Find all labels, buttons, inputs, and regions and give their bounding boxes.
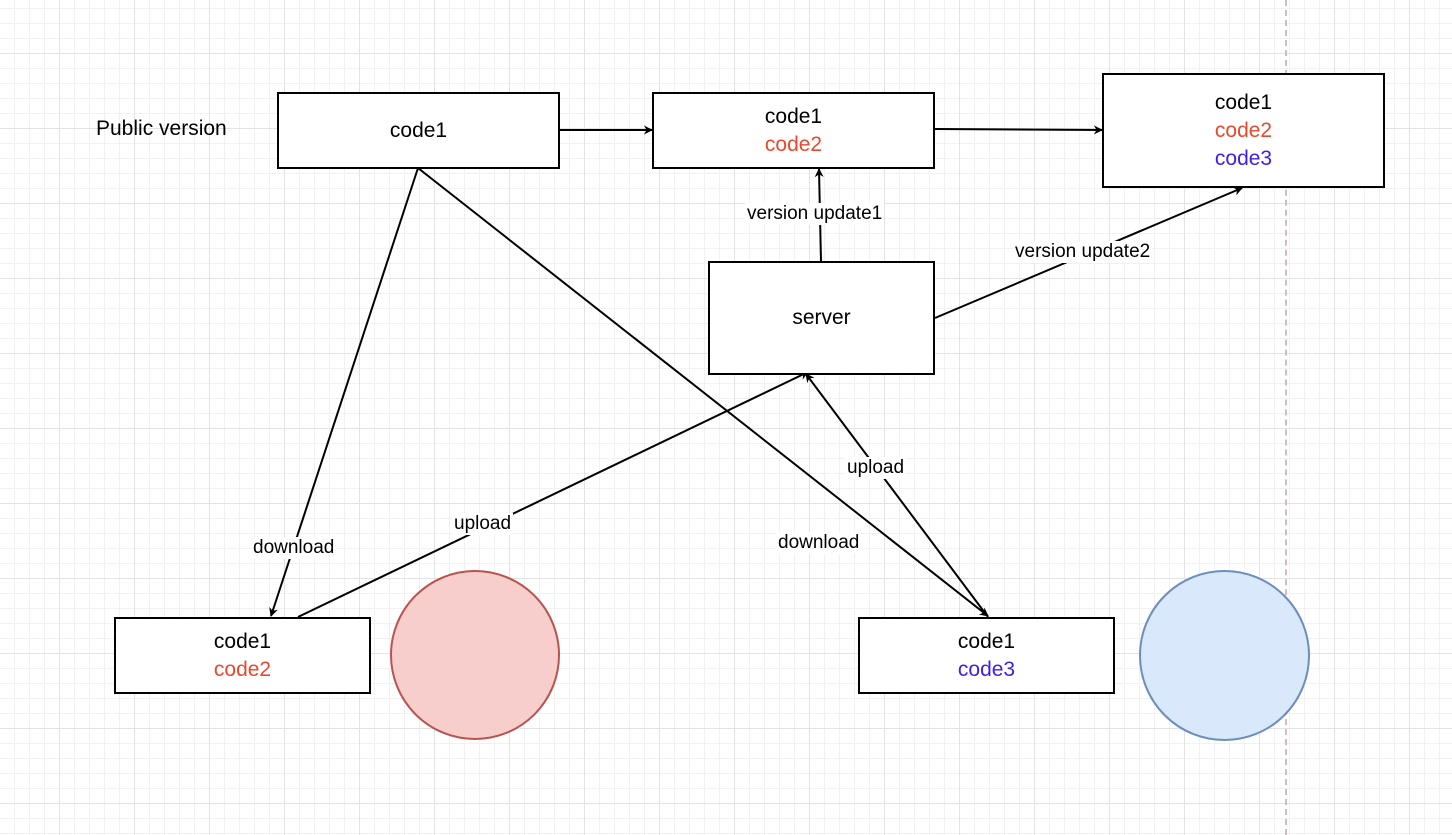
edge-v2-to-v3[interactable] [934,125,1103,135]
client-a-code2-text: code2 [213,657,272,681]
client-b-code1-text: code1 [957,629,1016,653]
v3-code2-text: code2 [1214,118,1273,142]
server-box[interactable]: server [708,261,935,375]
public-code1-text: code1 [389,118,448,142]
edge-client-a-to-server[interactable] [297,371,809,618]
upload-right-label: upload [845,457,907,479]
client-b-code3-text: code3 [957,657,1016,681]
v3-code1-text: code1 [1214,90,1273,114]
v2-code2-text: code2 [764,132,823,156]
client-b-code-box[interactable]: code1 code3 [858,617,1115,694]
v3-code3-text: code3 [1214,146,1273,170]
download-right-label: download [776,532,862,554]
edge-public-to-client-b[interactable] [417,167,989,617]
blue-circle-shape[interactable] [1139,570,1310,741]
version-update1-label: version update1 [745,203,885,225]
edge-client-b-to-server[interactable] [805,373,989,618]
version3-code-box[interactable]: code1 code2 code3 [1102,73,1385,188]
red-circle-shape[interactable] [390,570,560,740]
public-version-label: Public version [96,117,227,140]
version2-code-box[interactable]: code1 code2 [652,92,935,169]
client-a-code-box[interactable]: code1 code2 [114,617,371,694]
upload-left-label: upload [452,513,514,535]
page-break-line [1285,0,1287,835]
v2-code1-text: code1 [764,104,823,128]
version-update2-label: version update2 [1013,241,1153,263]
public-code-box[interactable]: code1 [277,92,560,169]
client-a-code1-text: code1 [213,629,272,653]
download-left-label: download [251,537,337,559]
server-text: server [792,306,851,329]
